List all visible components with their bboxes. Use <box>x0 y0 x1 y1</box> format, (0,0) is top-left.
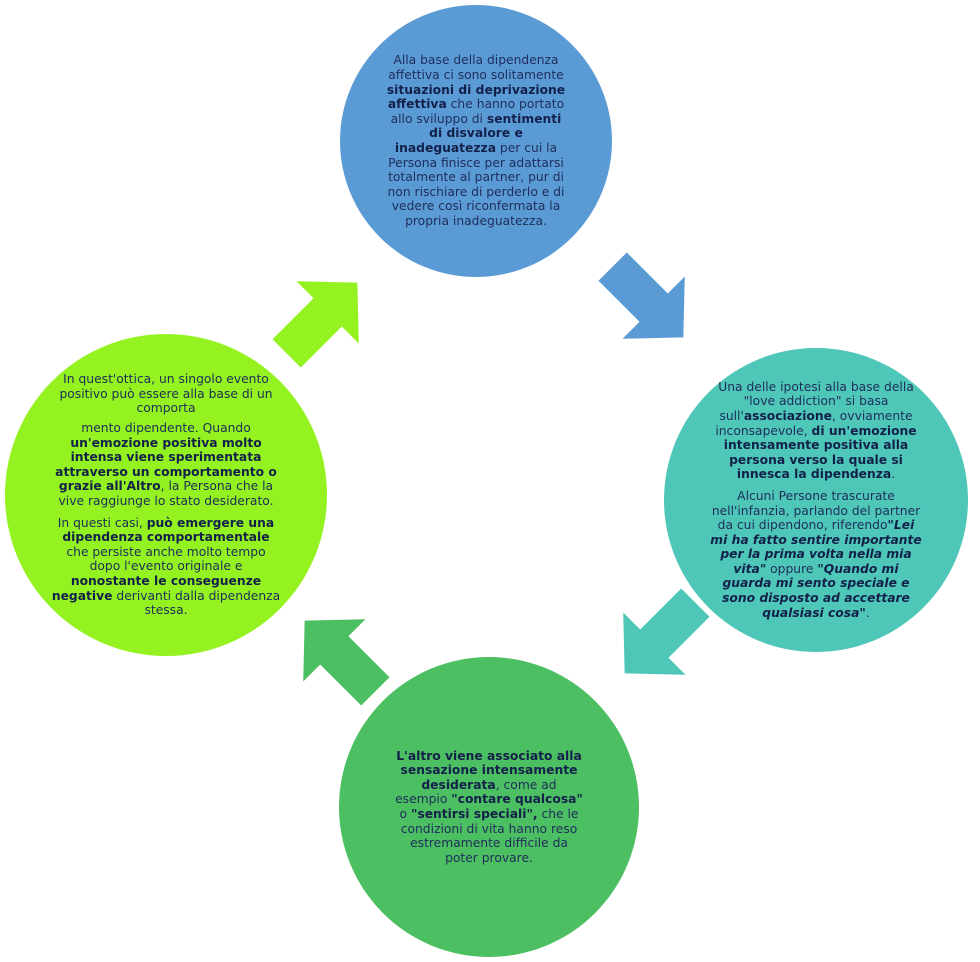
body-text: . <box>865 605 870 620</box>
emphasis-text: "Lei mi ha fatto sentire importante per … <box>710 518 922 576</box>
cycle-node-top-text: Alla base della dipendenza affettiva ci … <box>383 53 569 228</box>
cycle-node-left-paragraph-2: mento dipendente. Quando un'emozione pos… <box>51 421 281 509</box>
body-text: che le condizioni di vita hanno reso est… <box>400 807 579 865</box>
arrow-right-to-bottom-icon <box>623 588 710 675</box>
body-text: . <box>891 467 896 482</box>
cycle-node-left: In quest'ottica, un singolo evento posit… <box>5 334 327 656</box>
cycle-node-bottom-text: L'altro viene associato alla sensazione … <box>394 749 584 866</box>
emphasis-text: può emergere una dipendenza comportament… <box>62 515 275 545</box>
cycle-node-right-paragraph-2: Alcuni Persone trascurate nell'infanzia,… <box>709 489 923 620</box>
body-text: per cui la Persona finisce per adattarsi… <box>387 141 565 228</box>
body-text: Una delle ipotesi alla base della "love … <box>718 379 914 423</box>
body-text: derivanti dalla dipendenza stessa. <box>112 588 281 618</box>
cycle-node-right-text: Una delle ipotesi alla base della "love … <box>709 380 923 621</box>
body-text: oppure <box>766 561 818 576</box>
cycle-node-right: Una delle ipotesi alla base della "love … <box>664 348 968 652</box>
body-text: , come ad esempio <box>395 777 557 807</box>
body-text: In quest'ottica, un singolo evento posit… <box>59 372 273 416</box>
cycle-node-left-paragraph-1: In quest'ottica, un singolo evento posit… <box>51 372 281 416</box>
emphasis-text: L'altro viene associato alla sensazione … <box>396 748 582 792</box>
cycle-node-left-paragraph-3: In questi casi, può emergere una dipende… <box>51 516 281 618</box>
arrow-left-to-top-icon <box>272 281 359 368</box>
body-text: Alla base della dipendenza affettiva ci … <box>388 53 564 83</box>
cycle-node-bottom: L'altro viene associato alla sensazione … <box>339 657 639 957</box>
cycle-node-left-text: In quest'ottica, un singolo evento posit… <box>51 372 281 618</box>
emphasis-text: "Quando mi guarda mi sento speciale e so… <box>722 561 910 620</box>
body-text: , ovviamente inconsapevole, <box>715 408 913 438</box>
body-text: , la Persona che la vive raggiunge lo st… <box>58 479 274 508</box>
emphasis-text: situazioni di deprivazione affettiva <box>386 82 566 112</box>
body-text: In questi casi, <box>57 515 147 530</box>
emphasis-text: "sentirsi speciali", <box>410 807 538 821</box>
body-text: che hanno portato allo sviluppo di <box>390 97 565 126</box>
cycle-node-top: Alla base della dipendenza affettiva ci … <box>340 5 612 277</box>
body-text: mento dipendente. Quando <box>81 421 251 436</box>
arrow-top-to-right-icon <box>598 252 685 339</box>
emphasis-text: di un'emozione intensamente positiva all… <box>723 423 917 482</box>
cycle-node-right-paragraph-1: Una delle ipotesi alla base della "love … <box>709 380 923 482</box>
emphasis-text: associazione <box>743 408 832 423</box>
body-text: o <box>399 807 411 821</box>
cycle-node-bottom-paragraph: L'altro viene associato alla sensazione … <box>394 749 584 866</box>
cycle-node-top-paragraph: Alla base della dipendenza affettiva ci … <box>383 53 569 228</box>
emphasis-text: nonostante le conseguenze negative <box>51 573 262 603</box>
emphasis-text: un'emozione positiva molto intensa viene… <box>55 435 277 494</box>
emphasis-text: "contare qualcosa" <box>451 792 583 807</box>
body-text: che persiste anche molto tempo dopo l'ev… <box>66 544 266 574</box>
emphasis-text: sentimenti di disvalore e inadeguatezza <box>394 111 562 155</box>
arrow-bottom-to-left-icon <box>303 619 390 706</box>
body-text: Alcuni Persone trascurate nell'infanzia,… <box>711 488 921 533</box>
